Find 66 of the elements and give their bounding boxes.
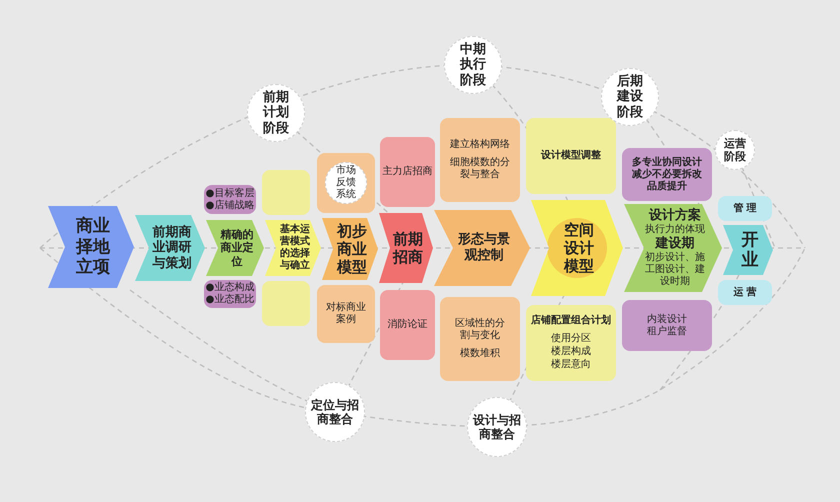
note-card <box>718 196 772 221</box>
card-text: ●业态配比 <box>204 294 256 306</box>
card-text: 消防论证 <box>386 319 428 331</box>
stage-label: 前期计划阶段 <box>262 90 290 136</box>
step-label: 开业 <box>740 230 760 270</box>
note-card <box>317 285 375 343</box>
card-text: 使用分区 <box>550 333 592 345</box>
note-card <box>440 118 520 202</box>
card-text: 店铺配置组合计划 <box>530 315 612 327</box>
card-text: ●店铺战略 <box>204 200 256 212</box>
card-text: ●业态构成 <box>204 282 256 294</box>
card-text: 多专业协同设计 <box>631 156 703 168</box>
note-card <box>380 137 435 207</box>
note-card <box>317 153 375 213</box>
card-text: 建立格构网络 <box>449 139 511 151</box>
step-label: 基本运营模式的选择与确立 <box>279 224 311 272</box>
step-label: 执行力的体现 <box>644 224 706 236</box>
note-card <box>262 281 310 326</box>
chevron-step <box>206 220 264 276</box>
card-text: 模数堆积 <box>459 348 501 360</box>
card-text: 对标商业案例 <box>325 302 367 326</box>
card-text: 品质提升 <box>647 180 687 192</box>
card-text: 内装设计 <box>646 314 688 326</box>
card-text: 细胞模数的分裂与整合 <box>449 157 511 181</box>
note-card <box>204 185 256 214</box>
note-card <box>622 300 712 351</box>
step-label: 形态与景观控制 <box>457 232 511 264</box>
step-label: 商业择地立项 <box>74 216 112 278</box>
stage-label: 设计与招商整合 <box>472 412 522 442</box>
card-text: 管 理 <box>732 202 758 214</box>
note-card <box>526 305 616 381</box>
step-label: 前期商业调研与策划 <box>152 224 192 272</box>
stage-label: 中期执行阶段 <box>458 42 487 88</box>
note-card <box>718 280 772 305</box>
chevron-step <box>379 213 433 283</box>
card-text: 楼层意向 <box>550 359 592 371</box>
chevron-step <box>723 225 773 275</box>
step-label: 精确的商业定位 <box>219 228 254 268</box>
stage-label: 定位与招商整合 <box>310 398 360 426</box>
note-card <box>526 118 616 194</box>
stage-label: 运营阶段 <box>723 136 747 164</box>
stage-circle <box>715 130 755 170</box>
chevron-step <box>265 220 321 276</box>
stage-circle <box>325 162 367 204</box>
card-text: 减少不必要拆改 <box>631 168 703 180</box>
chevron-step <box>322 218 378 280</box>
card-text: 运 营 <box>732 286 758 298</box>
note-card <box>380 290 435 360</box>
card-text: 租户监督 <box>646 326 688 338</box>
card-text: 设计模型调整 <box>540 150 602 162</box>
card-text: ●目标客层 <box>204 188 256 200</box>
note-card <box>440 297 520 381</box>
step-label: 设计方案 <box>648 208 702 224</box>
step-label: 建设期 <box>654 236 696 252</box>
note-card <box>204 280 256 308</box>
stage-label: 后期建设阶段 <box>616 74 644 120</box>
step-label: 空间设计模型 <box>562 221 595 275</box>
note-card <box>622 148 712 201</box>
stage-label: 市场反馈系统 <box>335 165 357 201</box>
card-text: 区域性的分割与变化 <box>454 318 506 342</box>
card-text: 楼层构成 <box>550 346 592 358</box>
note-card <box>262 170 310 215</box>
step-label: 初步设计、施工图设计、建设时期 <box>644 252 706 288</box>
step-label: 初步商业模型 <box>336 222 368 276</box>
card-text: 主力店招商 <box>382 166 434 178</box>
step-label: 前期招商 <box>392 230 424 266</box>
